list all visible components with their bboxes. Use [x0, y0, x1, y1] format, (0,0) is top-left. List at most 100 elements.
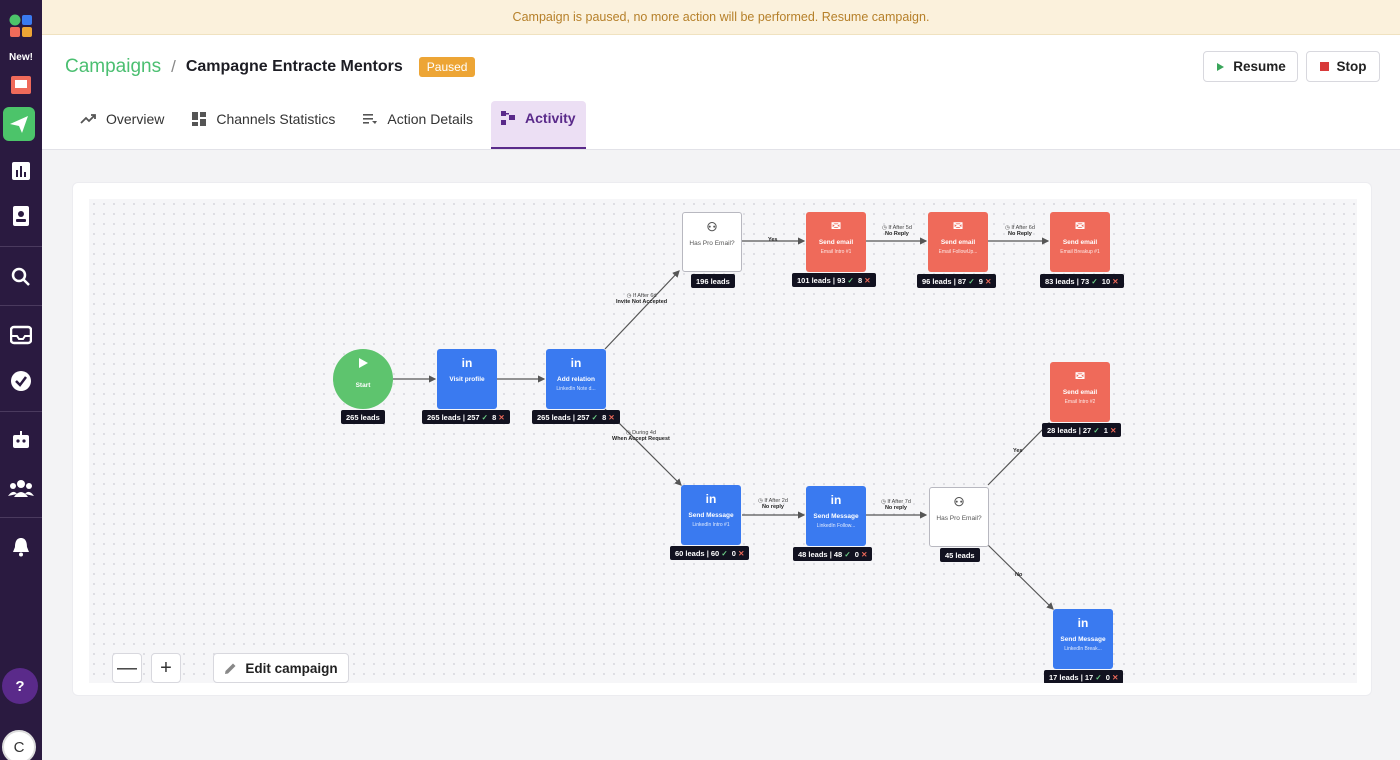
grid-icon [192, 112, 207, 126]
cross-icon: ✕ [861, 549, 868, 559]
stop-icon [1319, 62, 1329, 71]
envelope-icon: ✉ [830, 219, 842, 233]
stats-icon[interactable] [0, 153, 42, 189]
app-logo-icon[interactable] [0, 8, 42, 44]
flow-icon [501, 111, 516, 125]
send-message-node-3[interactable]: in Send Message LinkedIn Break... [1053, 609, 1113, 669]
has-pro-email-node-bottom[interactable]: ⚇ Has Pro Email? [929, 487, 989, 547]
fail-count: 8 [492, 412, 497, 422]
mail1-stats-badge: 101 leads | 93 ✓ 8 ✕ [792, 273, 876, 287]
tasks-check-icon[interactable] [0, 363, 42, 399]
edge-text: No reply [761, 504, 784, 510]
new-label[interactable]: New! [9, 52, 33, 63]
flow-canvas[interactable]: Start 265 leads in Visit profile 265 lea… [89, 199, 1357, 683]
stop-button[interactable]: Stop [1306, 51, 1380, 82]
bell-icon[interactable] [0, 529, 42, 565]
fail-count: 8 [602, 412, 607, 422]
success-count: 48 [833, 549, 843, 559]
campaigns-icon[interactable] [3, 107, 35, 141]
success-count: 60 [710, 548, 720, 558]
edit-campaign-button[interactable]: Edit campaign [213, 653, 349, 683]
start-node[interactable]: Start [333, 349, 393, 409]
node-title: Visit profile [449, 376, 485, 383]
success-count: 73 [1080, 276, 1090, 286]
tab-label: Channels Statistics [216, 111, 336, 127]
breadcrumb: Campaigns / Campagne Entracte Mentors Pa… [65, 55, 476, 79]
send-email-node-3[interactable]: ✉ Send email Email Breakup #1 [1050, 212, 1110, 272]
list-icon [363, 114, 378, 124]
check-icon: ✓ [968, 276, 975, 286]
success-count: 17 [1084, 672, 1094, 682]
edge-label-no: No [1015, 572, 1023, 578]
pencil-icon [225, 663, 236, 674]
check-icon: ✓ [844, 549, 851, 559]
resume-button[interactable]: Resume [1203, 51, 1298, 82]
fail-count: 0 [731, 548, 736, 558]
success-count: 257 [467, 412, 480, 422]
play-icon [359, 358, 368, 368]
send-message-node-1[interactable]: in Send Message LinkedIn Intro #1 [681, 485, 741, 545]
inbox-icon[interactable] [0, 317, 42, 353]
linkedin-icon: in [830, 493, 842, 507]
team-icon[interactable] [0, 470, 42, 506]
clock-icon: ◷ [1005, 225, 1010, 231]
tab-action-details[interactable]: Action Details [353, 101, 483, 137]
help-button[interactable]: ? [2, 668, 38, 704]
send-email-node-2[interactable]: ✉ Send email Email FollowUp... [928, 212, 988, 272]
breadcrumb-campaigns-link[interactable]: Campaigns [65, 56, 162, 77]
fail-count: 1 [1103, 425, 1108, 435]
leads-count: 48 leads [798, 549, 828, 559]
send-message-node-2[interactable]: in Send Message LinkedIn Follow... [806, 486, 866, 546]
fail-count: 8 [857, 275, 863, 285]
tab-overview[interactable]: Overview [70, 101, 174, 137]
clock-icon: ◷ [626, 293, 632, 299]
new-feature-icon[interactable] [0, 66, 42, 102]
leads-count: 265 leads [427, 412, 461, 422]
node-subtitle: LinkedIn Intro #1 [692, 522, 730, 528]
send-email-node-1[interactable]: ✉ Send email Email Intro #1 [806, 212, 866, 272]
envelope-icon: ✉ [952, 219, 964, 233]
zoom-in-button[interactable]: + [151, 653, 181, 683]
cross-icon: ✕ [498, 412, 505, 422]
edge-text: Invite Not Accepted [616, 299, 668, 305]
contacts-icon[interactable] [0, 198, 42, 234]
leads-count: 45 leads [945, 550, 975, 560]
paused-banner[interactable]: Campaign is paused, no more action will … [42, 0, 1400, 35]
node-title: Send email [818, 239, 854, 246]
node-subtitle: LinkedIn Note d... [556, 386, 596, 392]
node-title: Send Message [1060, 636, 1106, 643]
node-subtitle: LinkedIn Break... [1064, 646, 1102, 652]
leads-count: 101 leads [797, 275, 831, 285]
edge-label-yes-1: Yes [768, 237, 778, 243]
fail-count: 9 [978, 276, 983, 286]
check-icon: ✓ [1091, 276, 1098, 286]
play-icon [1217, 62, 1225, 71]
clock-icon: ◷ [758, 498, 763, 504]
cross-icon: ✕ [738, 548, 745, 558]
edge-text: When Accept Request [612, 436, 670, 442]
send-email-node-4[interactable]: ✉ Send email Email Intro #2 [1050, 362, 1110, 422]
has-pro-email-node-top[interactable]: ⚇ Has Pro Email? [682, 212, 742, 272]
tab-activity[interactable]: Activity [491, 101, 586, 149]
success-count: 257 [577, 412, 590, 422]
search-icon[interactable] [0, 259, 42, 295]
cross-icon: ✕ [1110, 425, 1117, 435]
add-relation-node[interactable]: in Add relation LinkedIn Note d... [546, 349, 606, 409]
zoom-out-button[interactable]: — [112, 653, 142, 683]
visit-profile-node[interactable]: in Visit profile [437, 349, 497, 409]
success-count: 87 [957, 276, 967, 286]
linkedin-icon: in [570, 356, 582, 370]
bot-icon[interactable] [0, 422, 42, 458]
tab-channels-statistics[interactable]: Channels Statistics [182, 101, 345, 137]
edge-label-yes-2: Yes [1013, 448, 1023, 454]
tab-label: Action Details [387, 111, 474, 127]
avatar[interactable]: C [2, 730, 36, 760]
stop-label: Stop [1336, 59, 1367, 74]
leads-count: 83 leads [1045, 276, 1075, 286]
visit-stats-badge: 265 leads | 257 ✓ 8 ✕ [422, 410, 510, 424]
check1-leads-badge: 196 leads [691, 274, 735, 288]
